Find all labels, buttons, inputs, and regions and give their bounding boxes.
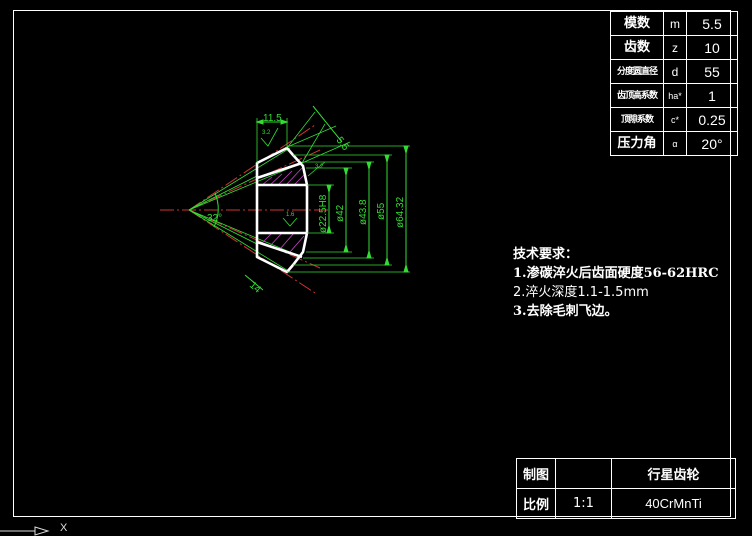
scale-value: 1:1 [555,488,612,519]
param-symbol: z [663,35,687,60]
param-symbol: α [663,131,687,156]
param-value: 55 [686,59,738,84]
cone-angle-arc [213,192,219,228]
param-symbol: c* [663,107,687,132]
param-symbol: d [663,59,687,84]
title-row: 比例 1:1 40CrMnTi [516,488,736,519]
param-label: 齿数 [610,35,664,60]
drawn-by-label: 制图 [516,458,556,489]
roughness-label: 3.2 [262,130,271,136]
scale-label: 比例 [516,488,556,519]
param-symbol: m [663,11,687,36]
material: 40CrMnTi [611,488,736,519]
section-hatch [261,167,305,253]
tech-req-item: 3.去除毛刺飞边。 [513,304,618,319]
diameter-dimension-lines [244,105,409,291]
tech-req-item: 1.渗碳淬火后齿面硬度56-62HRC [513,266,719,281]
param-label: 模数 [610,11,664,36]
title-row: 制图 行星齿轮 [516,458,736,489]
roughness-label: 3.2 [315,164,324,170]
param-row: 齿顶高系数 ha* 1 [610,83,738,108]
param-value: 0.25 [686,107,738,132]
gear-parameters-table: 模数 m 5.5 齿数 z 10 分度圆直径 d 55 齿顶高系数 ha* 1 … [610,11,738,156]
param-label: 顶隙系数 [610,107,664,132]
surface-roughness-symbols [260,127,326,227]
technical-requirements: 技术要求： 1.渗碳淬火后齿面硬度56-62HRC 2.淬火深度1.1-1.5m… [513,245,719,321]
param-label: 分度圆直径 [610,59,664,84]
dim-d3: ø55 [376,202,387,220]
drawing-border [13,10,731,517]
param-row: 分度圆直径 d 55 [610,59,738,84]
roughness-label: 1.6 [286,212,295,218]
param-value: 1 [686,83,738,108]
dim-d1: ø42 [335,204,346,222]
param-value: 20° [686,131,738,156]
gear-section-outline [255,146,309,274]
param-label: 压力角 [610,131,664,156]
param-row: 模数 m 5.5 [610,11,738,36]
tech-req-title: 技术要求： [513,247,579,262]
drawn-by-value [555,458,612,489]
param-value: 10 [686,35,738,60]
param-row: 顶隙系数 c* 0.25 [610,107,738,132]
param-value: 5.5 [686,11,738,36]
param-row: 压力角 α 20° [610,131,738,156]
title-block: 制图 行星齿轮 比例 1:1 40CrMnTi [516,458,736,519]
dim-bore: ø22.5H8 [318,194,329,233]
cone-construction-lines [188,111,351,273]
param-row: 齿数 z 10 [610,35,738,60]
ucs-icon [0,526,50,536]
part-name: 行星齿轮 [611,458,736,489]
dim-cone-angle: 32° [207,213,222,224]
dim-d2: ø43.8 [358,199,369,225]
dim-face-width-top: 11.5 [263,113,282,124]
dim-d4: ø64.32 [395,196,406,228]
extension-lines [256,118,410,273]
ucs-x-label: X [60,522,68,534]
tech-req-item: 2.淬火深度1.1-1.5mm [513,285,649,300]
param-symbol: ha* [663,83,687,108]
param-label: 齿顶高系数 [610,83,664,108]
